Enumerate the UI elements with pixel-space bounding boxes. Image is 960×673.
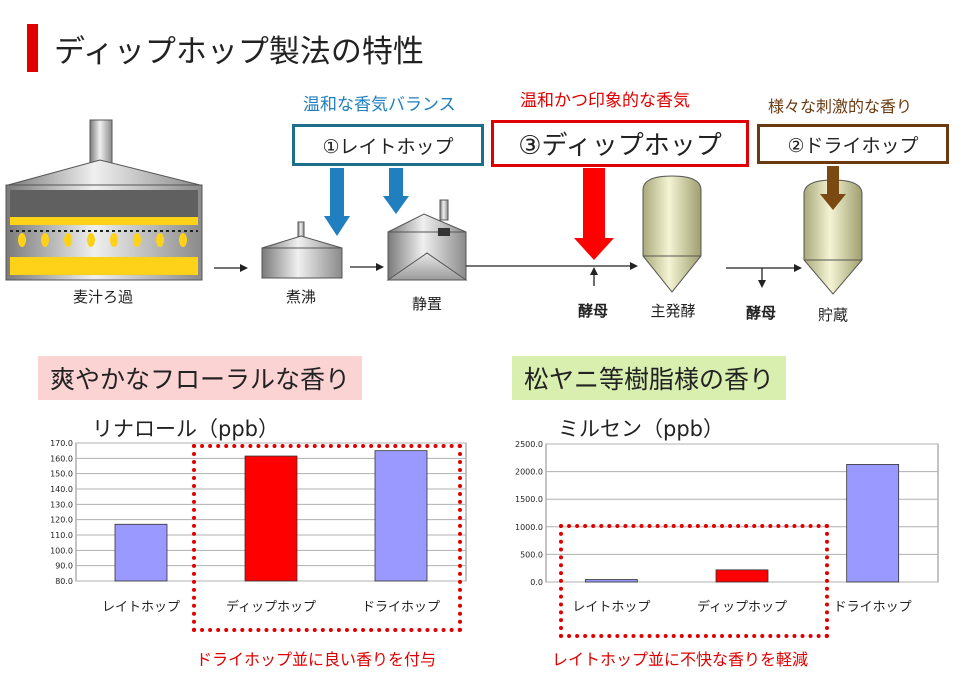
linalool-ytick-label: 120.0 [50, 516, 73, 525]
dry-hop-box: ②ドライホップ [757, 124, 949, 164]
left-highlight-box [192, 444, 462, 632]
linalool-bar-1 [114, 523, 168, 582]
linalool-bar-3 [374, 450, 428, 582]
myrcene-ytick-label: 500.0 [520, 550, 543, 559]
linalool-ytick-label: 110.0 [50, 531, 73, 540]
myrcene-ytick-label: 1500.0 [515, 495, 543, 504]
myrcene-bar-3 [846, 464, 900, 583]
step-lauter-label: 麦汁ろ過 [72, 288, 134, 306]
title-accent-bar [27, 24, 38, 72]
myrcene-category-label: レイトホップ [572, 600, 650, 615]
dry-hop-caption: 様々な刺激的な香り [768, 97, 913, 116]
linalool-ytick-label: 130.0 [50, 500, 73, 509]
linalool-ytick-label: 150.0 [50, 470, 73, 479]
linalool-ytick-label: 170.0 [50, 439, 73, 448]
boil-kettle-icon [261, 221, 343, 279]
yeast-label-1: 酵母 [577, 302, 609, 320]
myrcene-note: レイトホップ並に不快な香りを軽減 [552, 650, 809, 669]
myrcene-category-label: ドライホップ [834, 600, 912, 615]
dry-hop-arrow [820, 166, 846, 210]
storage-tank-icon [803, 179, 863, 295]
myrcene-bar-1 [584, 579, 638, 583]
myrcene-ytick-label: 1000.0 [515, 523, 543, 532]
linalool-chart: 80.0 90.0 100.0 110.0 120.0 130.0 140.0 150.0 16… [50, 439, 467, 615]
dry-hop-label: ②ドライホップ [787, 134, 919, 157]
dip-hop-box: ③ディップホップ [491, 120, 749, 167]
linalool-category-label: ディップホップ [226, 599, 316, 615]
late-hop-label: ①レイトホップ [322, 135, 454, 158]
linalool-ytick-label: 80.0 [55, 577, 73, 586]
myrcene-category-label: ディップホップ [697, 599, 787, 615]
linalool-ytick-label: 90.0 [55, 562, 73, 571]
yeast-label-2: 酵母 [745, 304, 777, 322]
myrcene-chart: 0.0 500.0 1000.0 1500.0 2000.0 2500.0 レイトホップ ディ… [515, 440, 939, 615]
whirlpool-tank-icon [386, 199, 468, 281]
dip-hop-arrow [574, 168, 614, 260]
dip-hop-caption: 温和かつ印象的な香気 [520, 91, 690, 111]
linalool-banner: 爽やかなフローラルな香り [38, 356, 363, 400]
myrcene-bar-2 [715, 569, 769, 583]
step-boil-label: 煮沸 [285, 288, 317, 306]
linalool-category-label: レイトホップ [102, 600, 180, 615]
linalool-category-label: ドライホップ [362, 600, 440, 615]
dip-hop-label: ③ディップホップ [518, 131, 722, 161]
lauter-tun-icon [5, 119, 203, 281]
step-storage-label: 貯蔵 [817, 306, 849, 324]
myrcene-ytick-label: 2500.0 [515, 440, 543, 449]
step-fermentation-label: 主発酵 [650, 302, 696, 320]
late-hop-arrow-2 [383, 168, 409, 214]
fermentation-tank-icon [642, 175, 702, 293]
myrcene-ytick-label: 0.0 [530, 578, 543, 587]
myrcene-banner: 松ヤニ等樹脂様の香り [512, 356, 787, 400]
step-whirlpool-label: 静置 [411, 295, 443, 313]
myrcene-chart-title: ミルセン（ppb） [558, 417, 724, 441]
linalool-note: ドライホップ並に良い香りを付与 [196, 650, 437, 669]
myrcene-ytick-label: 2000.0 [515, 468, 543, 477]
late-hop-box: ①レイトホップ [292, 124, 484, 166]
linalool-ytick-label: 100.0 [50, 546, 73, 555]
late-hop-caption: 温和な香気バランス [303, 95, 456, 115]
linalool-bar-2 [244, 455, 298, 582]
linalool-chart-title: リナロール（ppb） [92, 417, 279, 441]
linalool-ytick-label: 140.0 [50, 485, 73, 494]
late-hop-arrow-1 [324, 168, 350, 236]
right-highlight-box [559, 524, 829, 638]
linalool-ytick-label: 160.0 [50, 454, 73, 463]
page-title: ディップホップ製法の特性 [54, 34, 424, 70]
process-diagram [5, 119, 863, 295]
